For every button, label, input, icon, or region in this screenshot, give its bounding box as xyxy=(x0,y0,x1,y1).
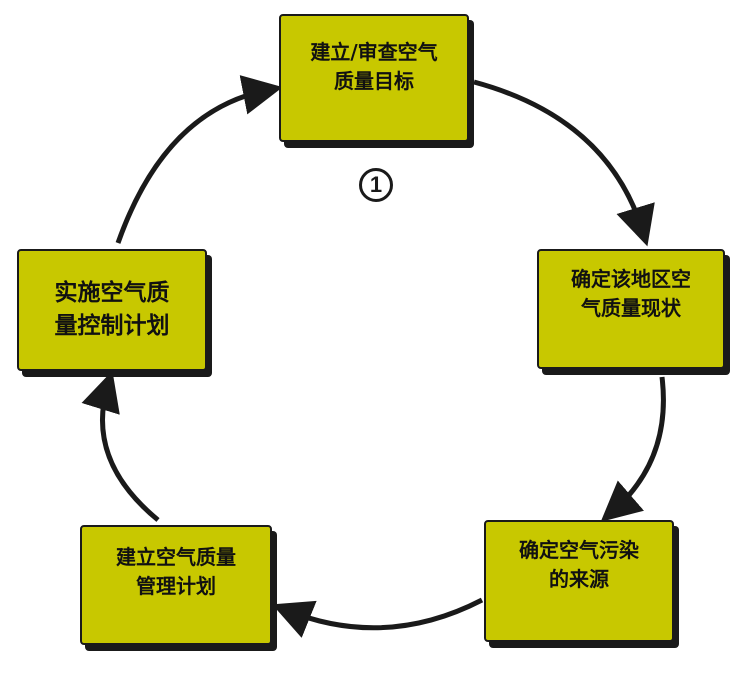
step-box-2-label: 确定该地区空 气质量现状 xyxy=(571,267,691,320)
step-box-4: 建立空气质量 管理计划 xyxy=(80,525,272,645)
step-box-1: 建立/审查空气 质量目标 xyxy=(279,14,469,142)
arrow-step2-to-step3 xyxy=(600,376,666,522)
arrow-step1-to-step2 xyxy=(473,79,655,247)
step-box-3: 确定空气污染 的来源 xyxy=(484,520,674,642)
arrow-step3-to-step4 xyxy=(272,597,484,638)
arrow-step4-to-step5 xyxy=(81,370,160,522)
step-badge-label: 1 xyxy=(369,172,383,197)
step-box-4-label: 建立空气质量 管理计划 xyxy=(116,545,236,598)
step-box-3-label: 确定空气污染 的来源 xyxy=(519,538,639,591)
arrow-step5-to-step1 xyxy=(115,75,283,244)
step-box-1-label: 建立/审查空气 质量目标 xyxy=(310,40,438,93)
step-box-2: 确定该地区空 气质量现状 xyxy=(537,249,725,369)
step-box-5: 实施空气质 量控制计划 xyxy=(17,249,207,371)
circled-number-icon: 1 xyxy=(359,168,393,202)
step-box-5-label: 实施空气质 量控制计划 xyxy=(54,279,170,339)
